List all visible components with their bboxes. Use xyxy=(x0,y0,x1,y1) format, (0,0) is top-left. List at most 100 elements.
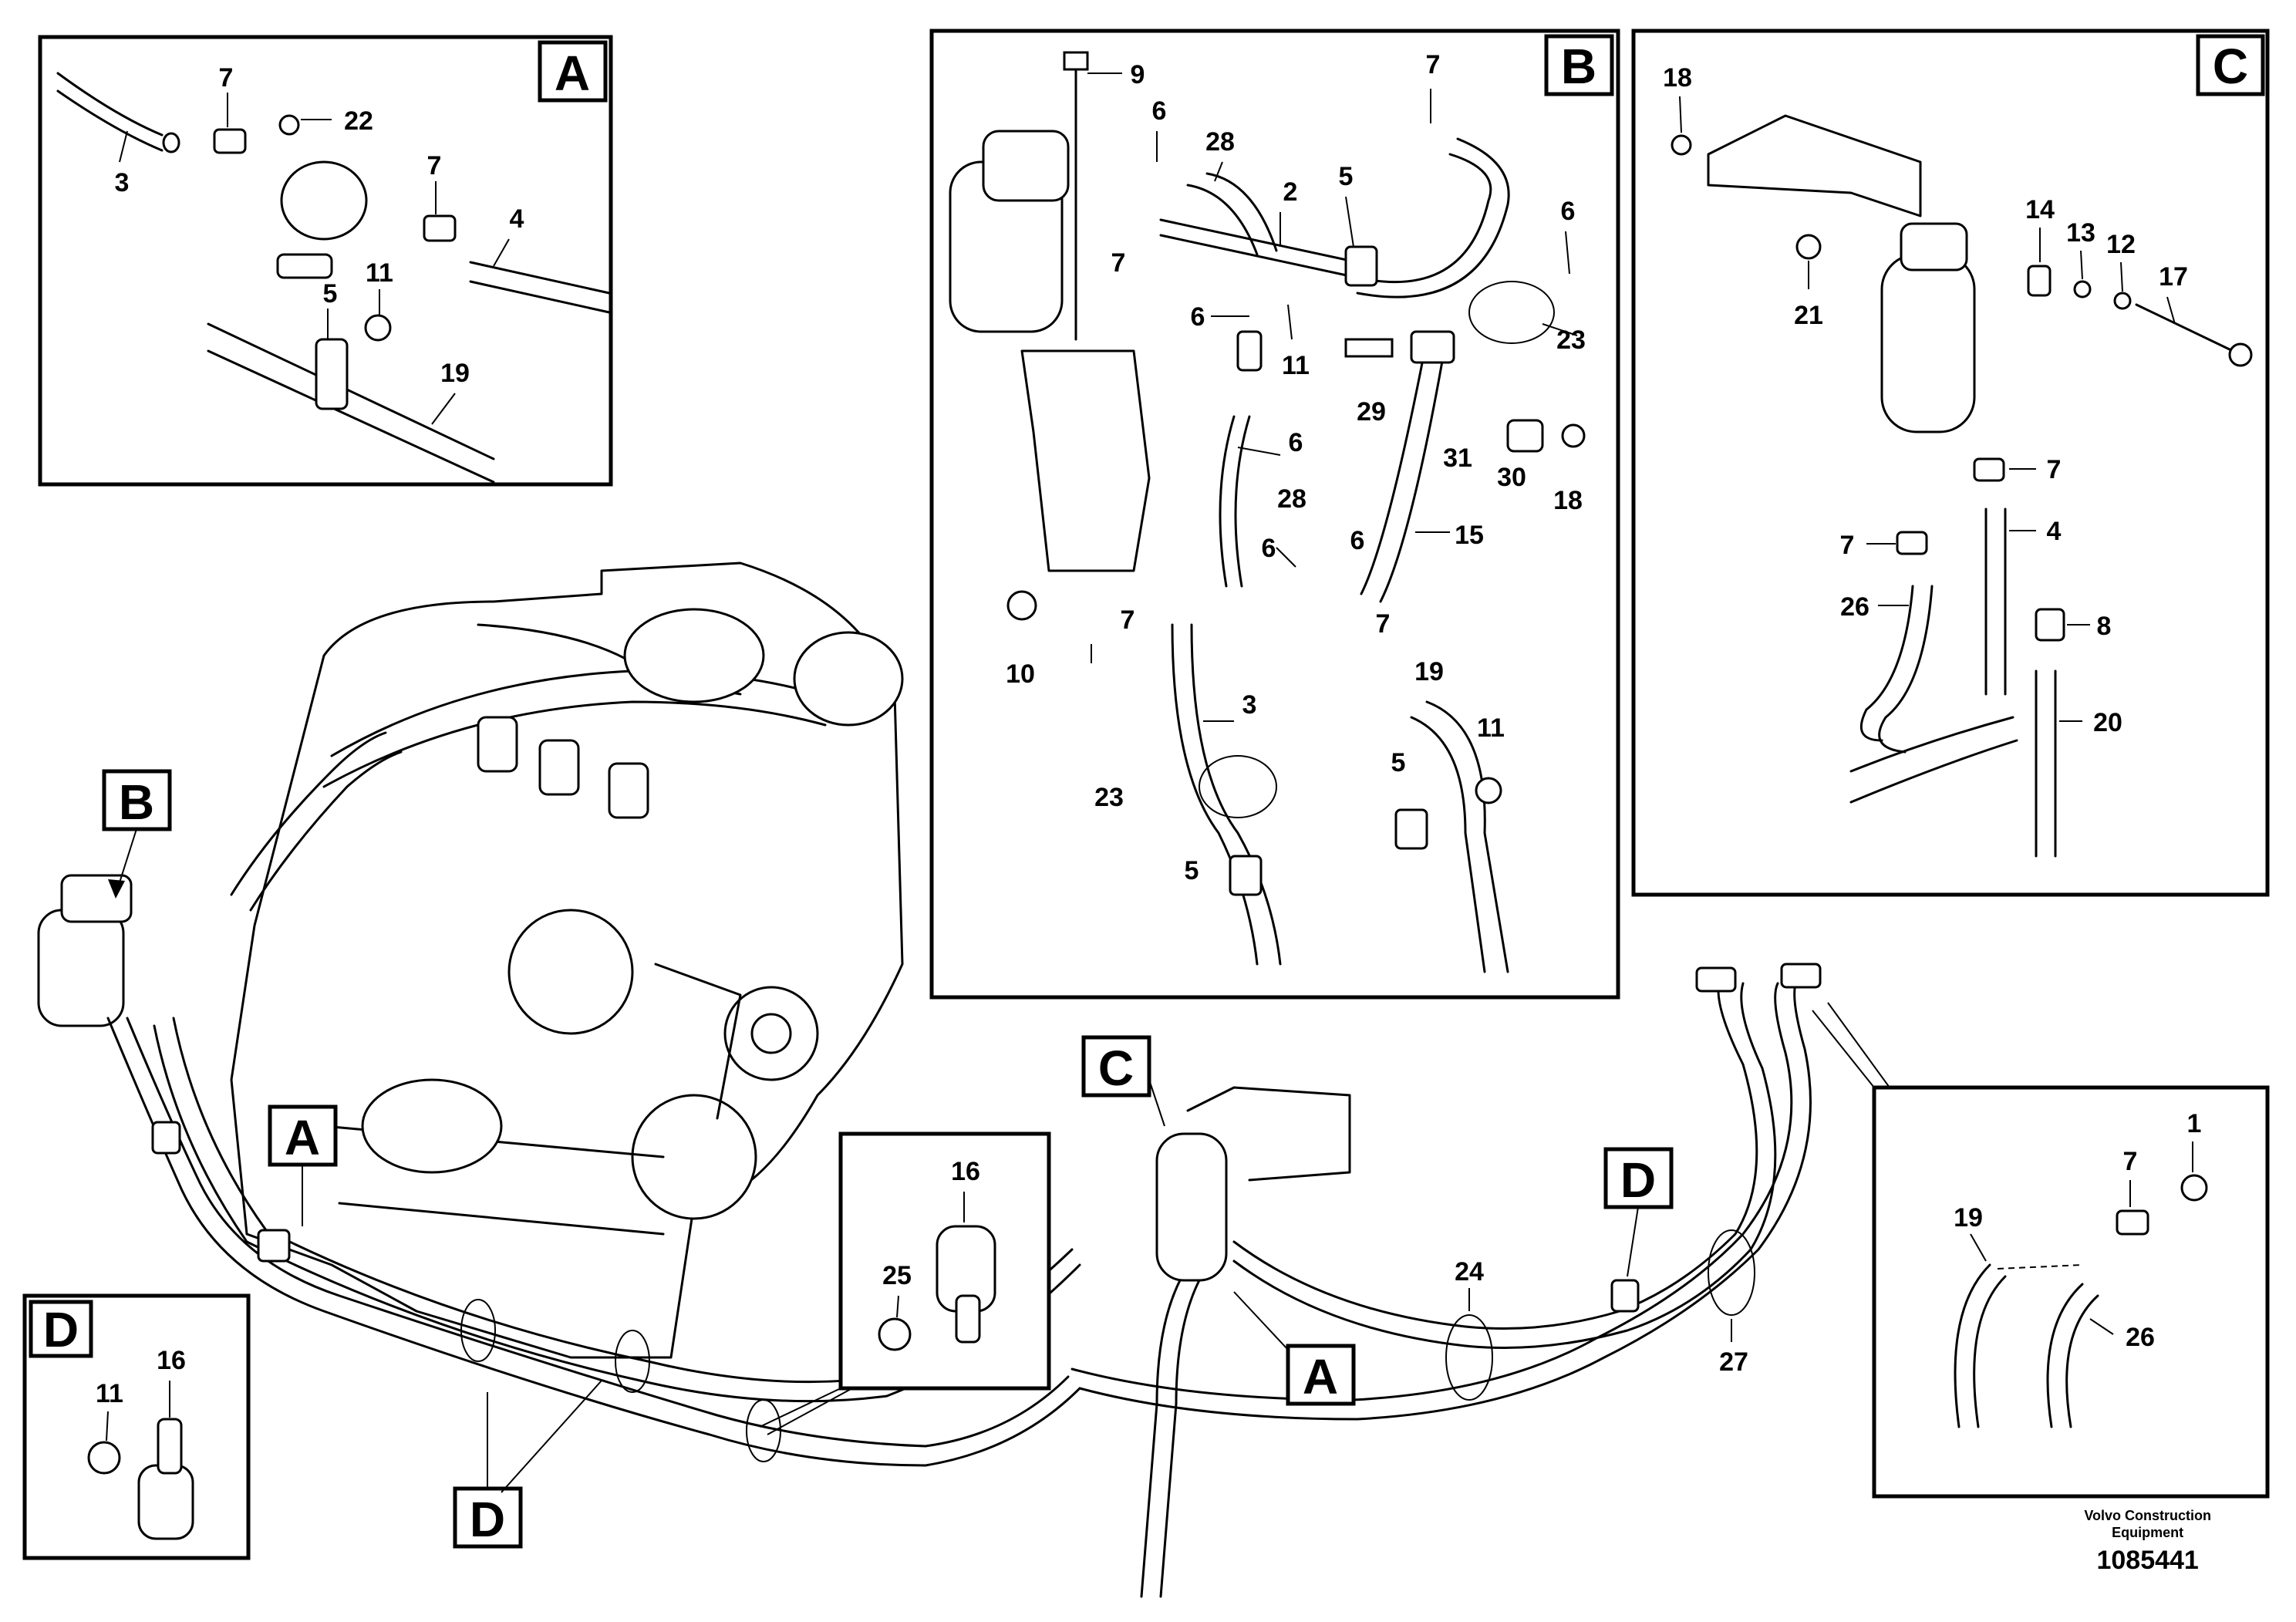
fitting-right-1 xyxy=(1695,966,1737,993)
fitting-1 xyxy=(2180,1174,2208,1202)
callout: 31 xyxy=(1443,443,1472,473)
hose-26-inset xyxy=(2046,1283,2084,1428)
callout: 14 xyxy=(2025,195,2055,224)
callout: 29 xyxy=(1357,397,1386,427)
callout: 3 xyxy=(115,168,130,197)
callout: 17 xyxy=(2159,262,2188,292)
callout: 23 xyxy=(1556,325,1586,355)
clip-8 xyxy=(2035,608,2065,642)
callout: 18 xyxy=(1553,486,1583,515)
panel-b: B xyxy=(929,29,1620,1000)
tag-d-box xyxy=(1603,1147,1674,1209)
bolt-21 xyxy=(1795,234,1822,260)
strap-23-lower xyxy=(1199,755,1277,818)
callout: 6 xyxy=(1191,302,1205,332)
callout: 18 xyxy=(1663,63,1692,93)
callout: 21 xyxy=(1794,301,1823,330)
hose-28-lower xyxy=(1219,415,1236,588)
callout: 5 xyxy=(323,279,338,309)
clamp-7-lower xyxy=(1896,531,1928,555)
fuel-filter-c xyxy=(1880,253,1976,433)
tag-b: B xyxy=(119,774,154,830)
callout: 7 xyxy=(2047,455,2062,484)
callout: 2 xyxy=(1283,177,1298,207)
clip-5 xyxy=(315,338,349,410)
engine-assembly: 24 27 xyxy=(37,561,1822,1598)
hose-19-inset xyxy=(1954,1263,1991,1428)
panel-a-tag-box xyxy=(538,40,608,103)
clamp-7-right xyxy=(423,214,457,242)
hose-4 xyxy=(469,261,611,295)
screw-11 xyxy=(364,314,392,342)
hose-28-upper xyxy=(1186,184,1259,256)
callout: 7 xyxy=(1121,605,1135,635)
strap-23-upper xyxy=(1468,281,1555,344)
ring-27 xyxy=(1708,1229,1755,1316)
return-line-2 xyxy=(1078,978,1812,1421)
callout: 1 xyxy=(2187,1109,2202,1138)
callout: 30 xyxy=(1497,463,1526,492)
callout: 11 xyxy=(1477,713,1505,743)
starter-motor xyxy=(361,1078,503,1174)
hose-2 xyxy=(1159,218,1359,264)
callout: 19 xyxy=(1954,1203,1983,1233)
screw-25 xyxy=(878,1317,912,1351)
clip-16-d xyxy=(137,1464,194,1540)
panel-d: D 16 11 xyxy=(22,1293,251,1560)
callout: 7 xyxy=(2123,1147,2138,1176)
callout: 4 xyxy=(2047,517,2062,546)
tag-a: A xyxy=(285,1110,320,1165)
callout: 6 xyxy=(1289,428,1303,457)
footer: Volvo Construction Equipment 1085441 xyxy=(2084,1507,2211,1576)
callout: 6 xyxy=(1561,197,1576,226)
tag-b-box xyxy=(102,769,172,831)
callout: 27 xyxy=(1719,1347,1748,1377)
clip-5-mid xyxy=(1394,808,1428,850)
callout: 11 xyxy=(96,1379,123,1408)
hose-3-b xyxy=(1171,623,1259,966)
callout: 22 xyxy=(344,106,373,136)
tag-c-box xyxy=(1081,1035,1151,1098)
panel-c-tag-box xyxy=(2196,34,2265,96)
bracket-c xyxy=(1707,114,1922,218)
hose-3 xyxy=(56,72,164,137)
panel-c-tag: C xyxy=(2213,39,2248,94)
callout: 6 xyxy=(1350,526,1365,555)
panel-b-tag-box xyxy=(1544,34,1614,96)
panel-a: A 7 22 3 7 4 5 11 xyxy=(38,35,613,487)
clamp-d-2 xyxy=(615,1330,650,1393)
tag-a2-box xyxy=(1286,1344,1356,1406)
clamp-d-4 xyxy=(1610,1279,1640,1313)
fuel-line-main-1 xyxy=(106,1017,1081,1467)
inset-clip: 16 25 xyxy=(759,1131,1051,1435)
brand-line-1: Volvo Construction xyxy=(2084,1508,2211,1523)
callout: 5 xyxy=(1339,162,1354,191)
clamp-7-inset xyxy=(2116,1209,2149,1236)
bolt-10 xyxy=(1006,590,1037,621)
nut-18-c xyxy=(1671,134,1692,156)
hose-15 xyxy=(1360,338,1428,595)
washer-12 xyxy=(2113,292,2132,310)
alternator xyxy=(507,909,634,1035)
clamp-7-left xyxy=(213,128,247,154)
callout: 15 xyxy=(1455,521,1484,550)
callout: 11 xyxy=(366,258,393,288)
tag-c: C xyxy=(1098,1040,1134,1096)
callout: 11 xyxy=(1282,351,1310,380)
callout: 7 xyxy=(1426,50,1441,79)
panel-a-tag: A xyxy=(555,46,590,101)
callout: 5 xyxy=(1185,856,1199,885)
callout: 8 xyxy=(2097,612,2112,641)
washer-13 xyxy=(2073,280,2092,298)
inline-filter-b xyxy=(1236,330,1263,372)
inset-clip-frame xyxy=(838,1131,1051,1391)
belt xyxy=(654,963,742,1120)
main-fuel-filter xyxy=(1155,1132,1228,1282)
callout: 7 xyxy=(219,63,234,93)
tag-a-box xyxy=(268,1104,338,1167)
callout: 19 xyxy=(1414,657,1444,686)
screw-22 xyxy=(278,114,300,136)
panel-b-tag: B xyxy=(1561,39,1596,94)
callout: 24 xyxy=(1455,1257,1484,1286)
